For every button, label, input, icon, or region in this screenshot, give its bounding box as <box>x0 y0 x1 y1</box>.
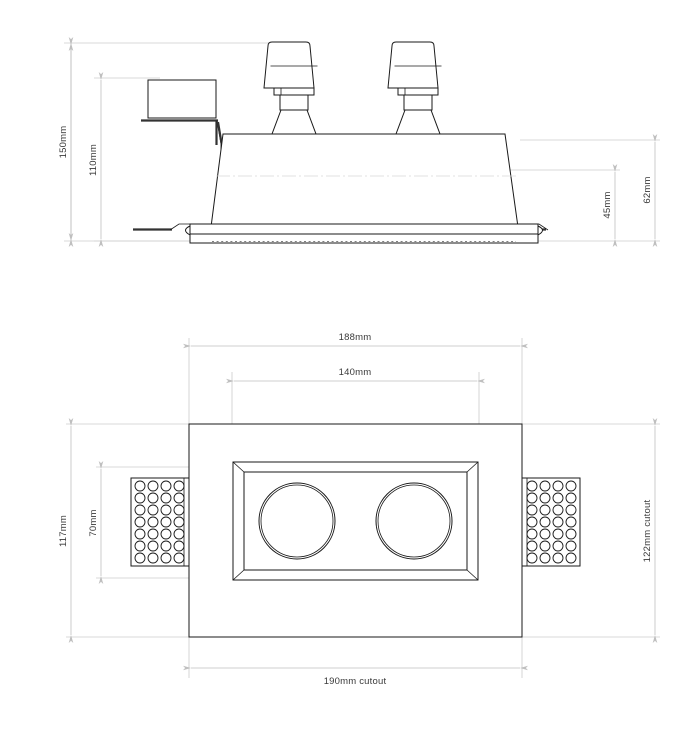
section-extension-lines <box>64 42 660 242</box>
lamp-head-2 <box>387 41 442 135</box>
dimension-cutout-height: 122mm cutout <box>642 418 658 643</box>
perforation-grid-right <box>526 480 577 564</box>
housing-body <box>210 133 519 228</box>
dimension-faceplate-width: 188mm <box>183 332 528 349</box>
dimension-aperture-width: 140mm <box>226 367 485 384</box>
dimension-label-cutout-height: 122mm cutout <box>642 500 653 563</box>
lamp-head-1 <box>263 41 318 135</box>
perforated-bracket-left <box>130 477 190 567</box>
faceplate-flange <box>133 223 549 244</box>
junction-box <box>141 79 218 145</box>
dimension-label-inner-depth: 45mm <box>602 191 613 218</box>
dimension-label-cutout-width: 190mm cutout <box>324 676 387 687</box>
aperture-2 <box>375 482 453 560</box>
dimension-recess-depth: 62mm <box>642 134 658 247</box>
dimension-label-body-height: 110mm <box>88 144 99 176</box>
dimension-overall-height: 150mm <box>58 37 74 247</box>
dimension-label-overall-height: 150mm <box>58 126 69 159</box>
dimension-cutout-width: 190mm cutout <box>183 665 528 687</box>
side-section-view: 150mm 110mm 62mm 45mm <box>58 37 660 247</box>
dimension-label-faceplate-height: 117mm <box>58 515 69 547</box>
dimension-inner-depth: 45mm <box>602 164 618 247</box>
dimension-faceplate-height: 117mm <box>58 418 74 643</box>
dimension-body-height: 110mm <box>88 72 104 247</box>
perforated-bracket-right <box>521 477 581 567</box>
aperture-1 <box>258 482 336 560</box>
dimension-label-aperture-width: 140mm <box>339 367 372 378</box>
perforation-grid-left <box>134 480 185 564</box>
dimension-label-faceplate-width: 188mm <box>339 332 372 343</box>
dimension-label-recess-depth: 62mm <box>642 176 653 203</box>
dimension-aperture-height: 70mm <box>88 461 104 584</box>
dimension-label-aperture-height: 70mm <box>88 509 99 536</box>
plan-view: 188mm 140mm 117mm 70mm 122mm cutout 190m… <box>58 332 660 687</box>
